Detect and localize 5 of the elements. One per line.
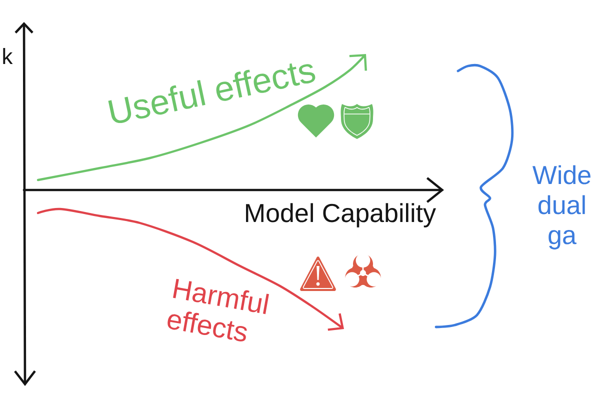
curve-label: Harmful effects [168, 278, 269, 342]
axis-label: k [3, 48, 13, 64]
axis-label: Model Capability [246, 203, 436, 228]
curve-label: Useful effects [108, 63, 316, 124]
brace-label: Wide dual ga [532, 165, 590, 250]
